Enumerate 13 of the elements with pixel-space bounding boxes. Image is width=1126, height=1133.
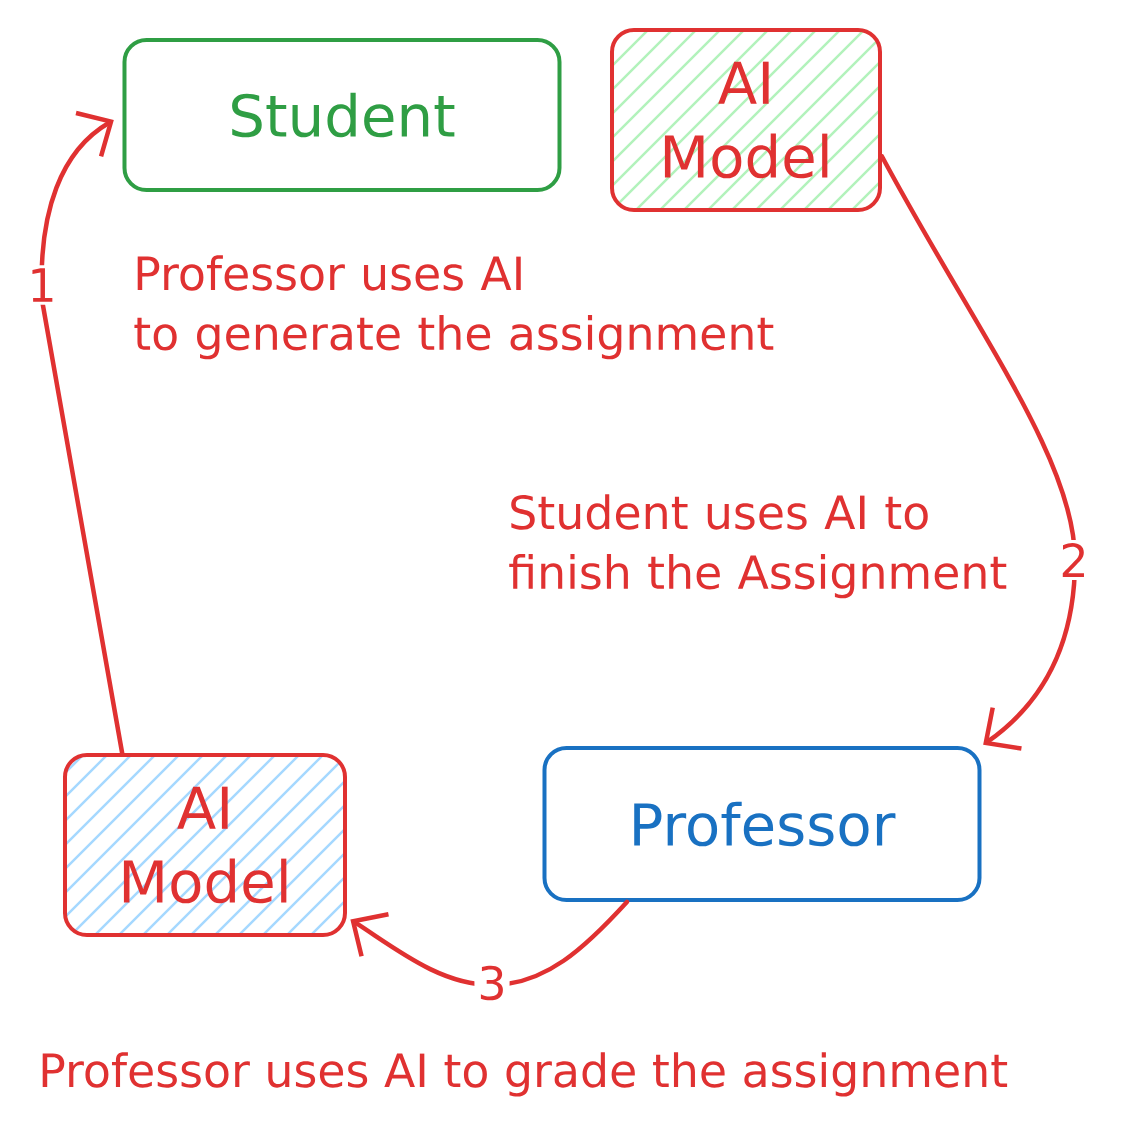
hatched-box: AI Model	[610, 28, 882, 212]
arrow	[350, 899, 630, 988]
edge-label: 2	[1056, 540, 1092, 580]
edge-label: 3	[474, 962, 510, 1004]
annotation-text: Professor uses AI to generate the assignment	[134, 255, 774, 360]
rounded-box: Professor	[542, 746, 982, 902]
arrow	[39, 110, 125, 756]
annotation-text: Student uses AI to finish the Assignment	[509, 494, 1007, 599]
rounded-box: Student	[122, 38, 562, 192]
annotation-text: Professor uses AI to grade the assignment	[42, 1052, 1008, 1097]
arrow	[879, 154, 1078, 751]
edge-label: 1	[24, 265, 60, 305]
hatched-box: AI Model	[63, 753, 347, 937]
